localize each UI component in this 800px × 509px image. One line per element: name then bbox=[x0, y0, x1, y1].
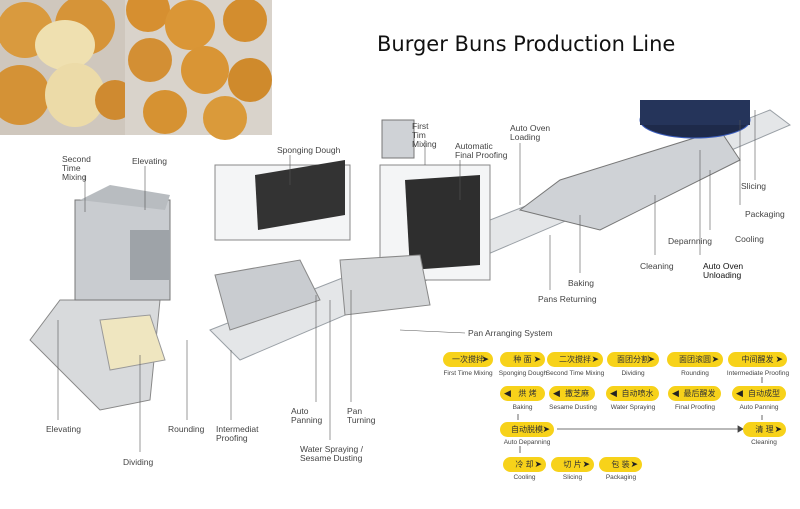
flow-step-label: Packaging bbox=[605, 474, 637, 481]
flow-step-zh: 切 片 bbox=[563, 460, 582, 469]
flow-step-zh: 自动脱模 bbox=[511, 425, 543, 434]
flow-step-pill: 一次搅拌➤ bbox=[443, 352, 493, 367]
flow-step-pill: 切 片➤ bbox=[551, 457, 594, 472]
label-cleaning: Cleaning bbox=[640, 261, 674, 271]
flow-step-zh: 中间醒发 bbox=[741, 355, 774, 364]
label-baking: Baking bbox=[568, 278, 594, 288]
arrow-icon: ➤ bbox=[775, 354, 783, 364]
flow-step-pill: 中间醒发➤ bbox=[728, 352, 787, 367]
label-deparnning: Deparnning bbox=[668, 236, 712, 246]
label-pans-returning: Pans Returning bbox=[538, 294, 597, 304]
flow-step-label: Final Proofing bbox=[674, 404, 716, 411]
label-elevating-top: Elevating bbox=[132, 156, 167, 166]
flow-step-zh: 撒芝麻 bbox=[565, 389, 589, 398]
arrow-icon: ➤ bbox=[591, 354, 599, 364]
flow-step-zh: 包 装 bbox=[611, 460, 630, 469]
leader-lines bbox=[57, 110, 756, 452]
arrow-icon: ➤ bbox=[711, 354, 719, 364]
flow-step-pill: 面团滚圆➤ bbox=[667, 352, 723, 367]
arrow-icon: ◀ bbox=[736, 388, 743, 398]
label-auto-oven-loading: Auto Oven Loading bbox=[510, 123, 551, 142]
flow-step-label: First Time Mixing bbox=[443, 370, 493, 377]
arrow-icon: ➤ bbox=[481, 354, 489, 364]
flow-step-label: Baking bbox=[512, 404, 533, 411]
flow-step-label: Auto Depanning bbox=[503, 439, 551, 446]
flow-step-zh: 种 面 bbox=[513, 355, 532, 364]
label-slicing: Slicing bbox=[741, 181, 767, 191]
label-pan-turning: Pan Turning bbox=[347, 406, 376, 425]
flow-step-pill: ◀ 撒芝麻 bbox=[549, 386, 595, 401]
arrow-icon: ➤ bbox=[533, 354, 541, 364]
label-intermediat-proofing: Intermediat Proofing bbox=[216, 424, 259, 443]
arrow-icon: ➤ bbox=[630, 459, 638, 469]
flow-step-label: Dividing bbox=[621, 370, 645, 377]
flow-step-label: Cleaning bbox=[751, 439, 777, 446]
label-auto-oven-unloading: Auto Oven Unloading bbox=[703, 261, 744, 280]
flow-step-pill: ◀ 自动喷水 bbox=[606, 386, 659, 401]
flow-step-zh: 面团分割 bbox=[617, 355, 649, 364]
flow-step-pill: ◀ 自动成型 bbox=[732, 386, 786, 401]
flow-step-zh: 自动喷水 bbox=[621, 389, 654, 398]
flow-step-pill: 包 装➤ bbox=[599, 457, 642, 472]
flow-step-zh: 冷 却 bbox=[515, 460, 534, 469]
flow-step-label: Cooling bbox=[513, 474, 536, 481]
flow-step-zh: 自动成型 bbox=[748, 389, 780, 398]
label-pan-arranging-system: Pan Arranging System bbox=[468, 328, 553, 338]
flow-step-label: Slicing bbox=[562, 474, 583, 481]
label-dividing: Dividing bbox=[123, 457, 154, 467]
label-rounding: Rounding bbox=[168, 424, 205, 434]
production-line-machinery bbox=[29, 100, 791, 411]
flow-step-pill: 冷 却➤ bbox=[503, 457, 546, 472]
label-second-time-mixing: Second Time Mixing bbox=[62, 154, 91, 182]
page-title: Burger Buns Production Line bbox=[377, 32, 676, 56]
label-packaging: Packaging bbox=[745, 209, 785, 219]
flow-step-pill: 清 理➤ bbox=[743, 422, 786, 437]
flow-step-label: Sponging Dough bbox=[498, 370, 548, 377]
arrow-icon: ➤ bbox=[542, 424, 550, 434]
flow-step-zh: 最后醒发 bbox=[683, 389, 716, 398]
flow-step-pill: ◀ 烘 烤 bbox=[500, 386, 545, 401]
flow-step-zh: 烘 烤 bbox=[518, 389, 537, 398]
flow-step-zh: 清 理 bbox=[755, 425, 774, 434]
label-water-spraying-sesame-dusting: Water Spraying / Sesame Dusting bbox=[300, 444, 363, 463]
arrow-icon: ➤ bbox=[774, 424, 782, 434]
bun-photo-left bbox=[0, 0, 135, 135]
arrow-icon: ➤ bbox=[582, 459, 590, 469]
arrow-icon: ◀ bbox=[610, 388, 617, 398]
flow-step-label: Second Time Mixing bbox=[545, 370, 605, 377]
label-elevating-bottom: Elevating bbox=[46, 424, 81, 434]
flow-step-pill: 面团分割➤ bbox=[607, 352, 659, 367]
arrow-icon: ◀ bbox=[504, 388, 511, 398]
arrow-icon: ➤ bbox=[647, 354, 655, 364]
flow-step-zh: 二次搅拌 bbox=[559, 355, 591, 364]
label-cooling: Cooling bbox=[735, 234, 764, 244]
label-sponging-dough: Sponging Dough bbox=[277, 145, 341, 155]
flow-step-label: Intermediate Proofing bbox=[726, 370, 790, 377]
flow-arrows bbox=[517, 377, 763, 453]
label-auto-panning: Auto Panning bbox=[291, 406, 323, 425]
flow-step-zh: 面团滚圆 bbox=[679, 355, 711, 364]
flow-step-pill: 种 面➤ bbox=[500, 352, 545, 367]
flow-step-pill: ◀ 最后醒发 bbox=[668, 386, 721, 401]
label-first-tim-mixing: First Tim Mixing bbox=[412, 121, 437, 149]
flow-step-label: Rounding bbox=[681, 370, 709, 377]
flow-step-label: Auto Panning bbox=[739, 404, 779, 411]
bun-photo-right bbox=[125, 0, 272, 140]
flow-step-zh: 一次搅拌 bbox=[452, 355, 484, 364]
flow-step-label: Sesame Dusting bbox=[549, 404, 597, 411]
arrow-icon: ◀ bbox=[553, 388, 560, 398]
arrow-icon: ➤ bbox=[534, 459, 542, 469]
flow-step-pill: 自动脱模➤ bbox=[500, 422, 554, 437]
flow-step-pill: 二次搅拌➤ bbox=[547, 352, 603, 367]
arrow-icon: ◀ bbox=[672, 388, 679, 398]
flow-step-label: Water Spraying bbox=[610, 404, 656, 411]
label-automatic-final-proofing: Automatic Final Proofing bbox=[455, 141, 508, 160]
